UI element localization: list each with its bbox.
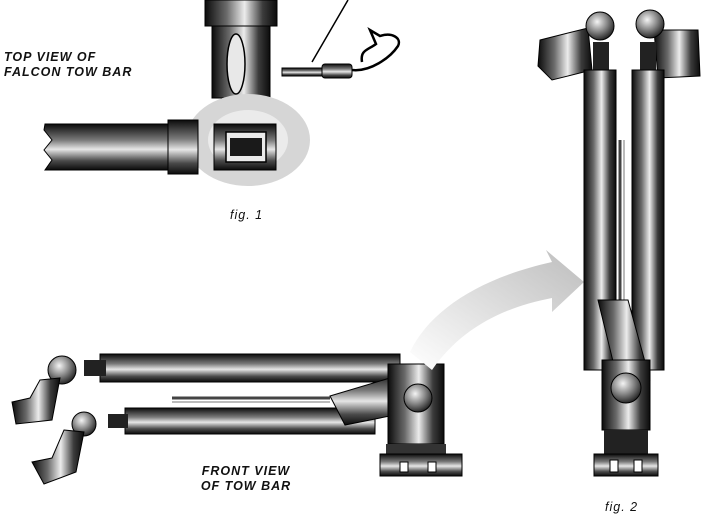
front-view-label-line2: OF TOW BAR	[200, 479, 292, 493]
top-view-label-line1: TOP VIEW OF	[4, 50, 97, 64]
top-view-figure	[43, 0, 401, 186]
top-view-label-line2: FALCON TOW BAR	[4, 65, 133, 79]
front-view-label: FRONT VIEW OF TOW BAR	[188, 464, 304, 494]
front-view-figure	[11, 353, 463, 485]
front-view-label-line1: FRONT VIEW	[201, 464, 291, 478]
folded-view-figure	[537, 9, 701, 477]
fig1-caption: fig. 1	[230, 208, 264, 222]
top-view-label: TOP VIEW OF FALCON TOW BAR	[4, 50, 132, 80]
leader-line	[311, 0, 349, 63]
transition-arrow	[410, 250, 584, 370]
fig2-caption: fig. 2	[605, 500, 639, 514]
